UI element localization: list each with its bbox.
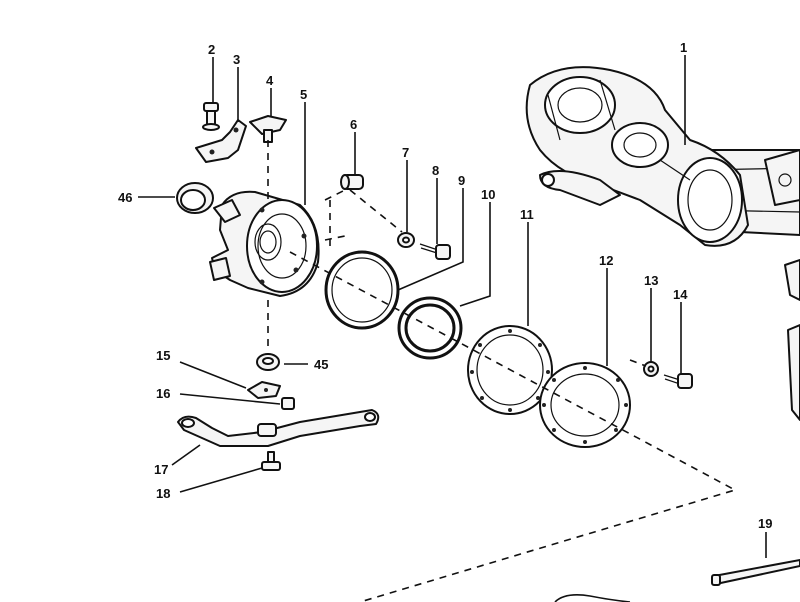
assembly-lines xyxy=(267,140,738,602)
callout-46: 46 xyxy=(118,190,132,205)
rod-part-19 xyxy=(711,559,800,586)
callout-9: 9 xyxy=(458,173,465,188)
callout-15: 15 xyxy=(156,348,170,363)
bolt-part-18 xyxy=(261,451,281,471)
bolt-part-2 xyxy=(202,102,220,131)
callout-5: 5 xyxy=(300,87,307,102)
nut-part-16 xyxy=(281,397,295,410)
callout-11: 11 xyxy=(520,207,534,222)
callout-3: 3 xyxy=(233,52,240,67)
callout-6: 6 xyxy=(350,117,357,132)
callout-8: 8 xyxy=(432,163,439,178)
stud-part-6 xyxy=(340,174,364,190)
callout-18: 18 xyxy=(156,486,170,501)
callout-4: 4 xyxy=(266,73,274,88)
washer-part-7 xyxy=(397,232,415,248)
callout-10: 10 xyxy=(481,187,495,202)
ring-part-10 xyxy=(397,296,463,360)
callout-labels: 1 2 3 4 5 6 7 8 9 10 11 12 13 14 15 16 1… xyxy=(118,40,772,531)
callout-16: 16 xyxy=(156,386,170,401)
bolt-part-8 xyxy=(419,243,451,260)
bracket-part-3 xyxy=(195,119,247,163)
steering-arm-part-17 xyxy=(177,409,380,447)
gasket-part-12 xyxy=(539,362,631,448)
callout-12: 12 xyxy=(599,253,613,268)
callout-1: 1 xyxy=(680,40,687,55)
callout-19: 19 xyxy=(758,516,772,531)
callout-45: 45 xyxy=(314,357,328,372)
cable-partial xyxy=(554,594,631,602)
knuckle-housing-part-5 xyxy=(209,190,320,297)
leader-lines xyxy=(138,55,767,558)
callout-14: 14 xyxy=(673,287,688,302)
bolt-part-14 xyxy=(663,373,693,389)
clip-part-4 xyxy=(249,115,287,143)
plate-part-15 xyxy=(247,381,281,399)
axle-housing-part-1 xyxy=(525,66,800,421)
bushing-part-46 xyxy=(176,182,214,214)
callout-17: 17 xyxy=(154,462,168,477)
callout-13: 13 xyxy=(644,273,658,288)
washer-part-13 xyxy=(643,361,659,377)
callout-2: 2 xyxy=(208,42,215,57)
callout-7: 7 xyxy=(402,145,409,160)
washer-part-45 xyxy=(256,353,280,371)
